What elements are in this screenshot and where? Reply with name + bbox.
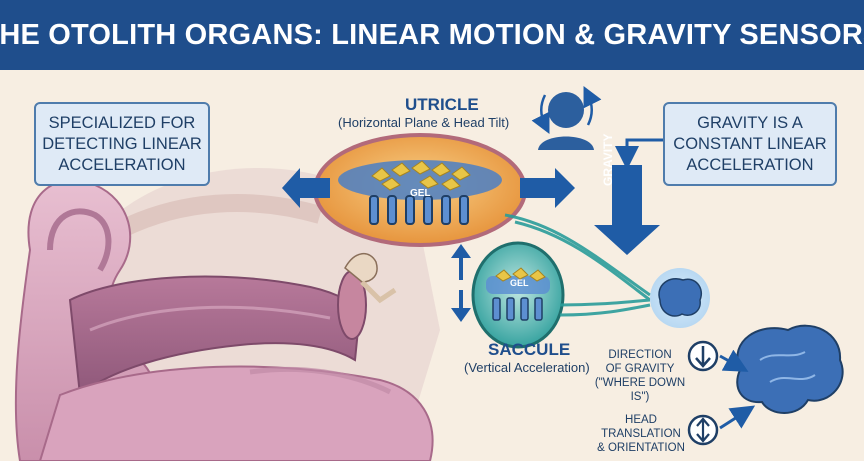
callout-right: GRAVITY IS A CONSTANT LINEAR ACCELERATIO…: [663, 102, 837, 186]
up-down-arrow-circle-icon: [689, 416, 717, 444]
saccule-vertical-arrows: [451, 244, 471, 322]
callout-left-text: SPECIALIZED FOR DETECTING LINEAR ACCELER…: [42, 113, 202, 176]
down-arrow-circle-icon: [689, 342, 717, 370]
utricle-title: UTRICLE: [405, 95, 479, 115]
utricle-gel-label: GEL: [410, 188, 431, 199]
output-direction-of-gravity: DIRECTION OF GRAVITY ("WHERE DOWN IS"): [590, 348, 690, 404]
saccule-description: (Vertical Acceleration): [464, 360, 590, 375]
brain-large-icon: [737, 326, 842, 413]
brain-small-icon: [650, 268, 710, 328]
title-bar: THE OTOLITH ORGANS: LINEAR MOTION & GRAV…: [0, 0, 864, 70]
gravity-label: GRAVITY: [601, 134, 615, 186]
callout-connector-arrow: [627, 140, 665, 158]
callout-right-text: GRAVITY IS A CONSTANT LINEAR ACCELERATIO…: [673, 113, 826, 176]
saccule-organ: [473, 243, 563, 347]
saccule-title: SACCULE: [488, 340, 570, 360]
saccule-gel-label: GEL: [510, 278, 529, 288]
person-head-icon: [538, 92, 594, 150]
page-title: THE OTOLITH ORGANS: LINEAR MOTION & GRAV…: [0, 19, 864, 52]
callout-left: SPECIALIZED FOR DETECTING LINEAR ACCELER…: [34, 102, 210, 186]
output-head-translation: HEAD TRANSLATION & ORIENTATION: [596, 413, 686, 455]
utricle-description: (Horizontal Plane & Head Tilt): [338, 115, 509, 130]
